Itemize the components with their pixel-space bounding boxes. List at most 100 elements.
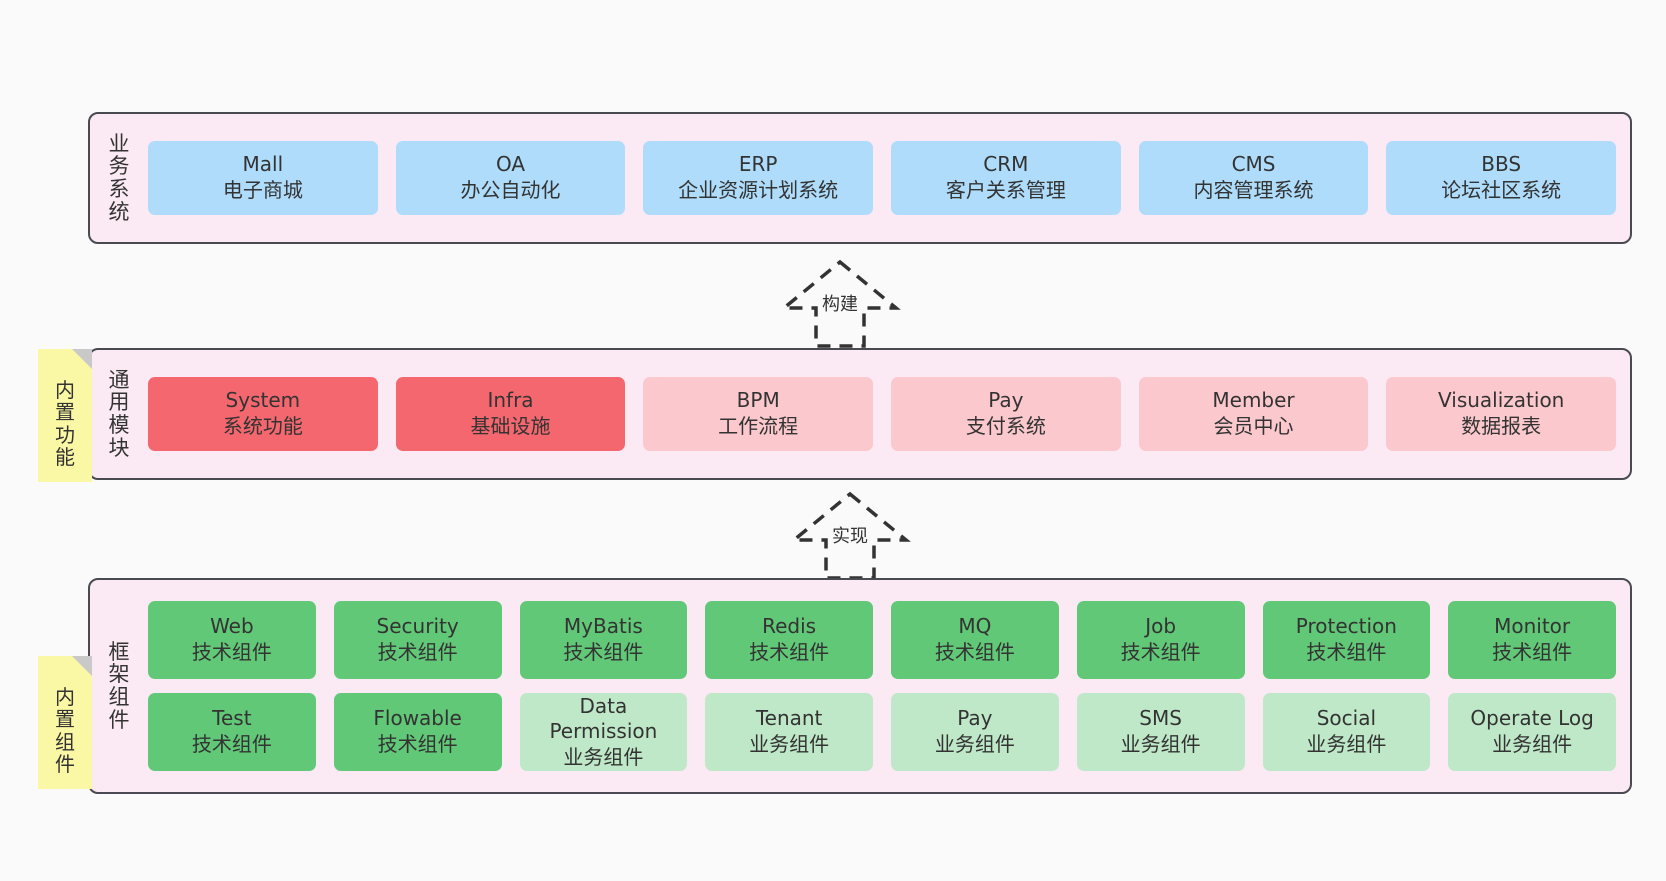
- module-card-subtitle: 会员中心: [1213, 414, 1294, 438]
- module-card-name: CRM: [983, 152, 1029, 177]
- module-card-name: Test: [212, 706, 252, 731]
- module-card-subtitle: 工作流程: [718, 414, 799, 438]
- note-builtin-function: 内置功能: [38, 349, 92, 482]
- module-card-name: Security: [376, 614, 459, 639]
- module-card-name: OA: [495, 152, 526, 177]
- module-card-subtitle: 系统功能: [222, 414, 303, 438]
- module-card-name: Monitor: [1494, 614, 1571, 639]
- layer-caption-framework-components: 框架组件: [108, 639, 130, 732]
- module-card-subtitle: 技术组件: [191, 732, 272, 756]
- arrow-realize-label: 实现: [832, 526, 868, 547]
- module-card-name: CMS: [1231, 152, 1276, 177]
- module-card-subtitle: 业务组件: [749, 732, 830, 756]
- module-card-name: System: [225, 388, 301, 413]
- module-card-name: ERP: [738, 152, 778, 177]
- arrow-build-label: 构建: [822, 294, 858, 315]
- module-card-name: Member: [1212, 388, 1295, 413]
- module-card-subtitle: 基础设施: [470, 414, 551, 438]
- arrow-realize: 实现: [770, 490, 930, 582]
- module-card-subtitle: 论坛社区系统: [1441, 178, 1562, 202]
- module-card-name: Flowable: [373, 706, 462, 731]
- module-card-subtitle: 内容管理系统: [1193, 178, 1314, 202]
- module-card-subtitle: 业务组件: [934, 732, 1015, 756]
- arrow-build: 构建: [760, 258, 920, 350]
- module-card-name: Pay: [988, 388, 1024, 413]
- module-card-name: Visualization: [1438, 388, 1565, 413]
- module-card-subtitle: 电子商城: [222, 178, 303, 202]
- module-card-subtitle: 技术组件: [1492, 640, 1573, 664]
- module-card-name: Infra: [487, 388, 534, 413]
- module-card-subtitle: 技术组件: [563, 640, 644, 664]
- module-card-name: Operate Log: [1470, 706, 1594, 731]
- note-builtin-function-label: 内置功能: [55, 377, 75, 469]
- note-builtin-component: 内置组件: [38, 656, 92, 789]
- module-card-name: Protection: [1295, 614, 1397, 639]
- module-card-subtitle: 技术组件: [377, 640, 458, 664]
- module-card-name: SMS: [1139, 706, 1182, 731]
- note-builtin-component-label: 内置组件: [55, 684, 75, 776]
- layer-caption-business-systems: 业务系统: [108, 131, 130, 224]
- module-card-name: Tenant: [755, 706, 823, 731]
- module-card-name: Social: [1316, 706, 1377, 731]
- module-card-subtitle: 技术组件: [934, 640, 1015, 664]
- module-card-name: Pay: [957, 706, 993, 731]
- module-card-subtitle: 技术组件: [749, 640, 830, 664]
- module-card-name: Job: [1145, 614, 1177, 639]
- module-card-name: MQ: [958, 614, 992, 639]
- arrow-build-glyph: [779, 259, 901, 348]
- module-card-name: BPM: [736, 388, 780, 413]
- module-card-name: Redis: [762, 614, 817, 639]
- module-card-subtitle: 业务组件: [1120, 732, 1201, 756]
- module-card-name: Mall: [242, 152, 284, 177]
- module-card-subtitle: 业务组件: [1492, 732, 1573, 756]
- module-card-subtitle: 业务组件: [563, 744, 644, 769]
- module-card-subtitle: 企业资源计划系统: [678, 178, 839, 202]
- module-card-subtitle: 客户关系管理: [945, 178, 1066, 202]
- module-card-name: Web: [210, 614, 254, 639]
- module-card-subtitle: 办公自动化: [460, 178, 561, 202]
- module-card-subtitle: 技术组件: [1306, 640, 1387, 664]
- module-card-subtitle: 技术组件: [191, 640, 272, 664]
- module-card-name: Data Permission: [549, 693, 658, 744]
- module-card-subtitle: 技术组件: [377, 732, 458, 756]
- module-card-name: BBS: [1481, 152, 1522, 177]
